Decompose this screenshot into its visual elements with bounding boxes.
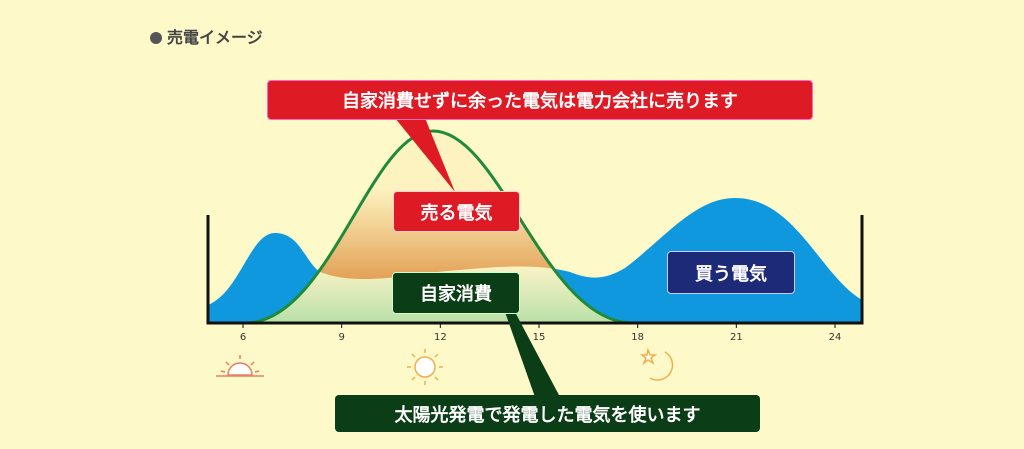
surplus-callout-tail: [395, 118, 455, 192]
x-tick-label: 21: [730, 332, 743, 343]
self-text: 自家消費: [420, 284, 492, 305]
solar-text: 太陽光発電で発電した電気を使います: [394, 404, 701, 426]
surplus-callout: 自家消費せずに余った電気は電力会社に売ります: [267, 80, 813, 120]
x-tick-label: 9: [338, 332, 344, 343]
solar-generation-curve: [244, 129, 634, 325]
bullet-icon: [150, 32, 162, 44]
moon-icon: [639, 347, 674, 381]
x-tick-label: 24: [829, 332, 842, 343]
diagram-title: 売電イメージ: [150, 24, 263, 48]
x-tick-label: 12: [434, 332, 447, 343]
buy-text: 買う電気: [695, 263, 767, 285]
x-tick-label: 15: [533, 332, 546, 343]
self-consumption-label: 自家消費: [392, 272, 520, 314]
x-axis-ticks: 6 9 12 15 18 21 24: [240, 323, 842, 343]
sunrise-icon: [216, 355, 264, 377]
surplus-text: 自家消費せずに余った電気は電力会社に売ります: [342, 91, 738, 112]
title-text: 売電イメージ: [167, 28, 263, 47]
sun-icon: [407, 349, 443, 385]
sell-text: 売る電気: [420, 202, 493, 224]
solar-callout-tail: [505, 312, 560, 397]
x-tick-label: 6: [240, 332, 246, 343]
buy-electricity-label: 買う電気: [667, 251, 795, 294]
x-tick-label: 18: [631, 332, 644, 343]
sell-electricity-label: 売る電気: [393, 191, 520, 232]
solar-usage-callout: 太陽光発電で発電した電気を使います: [335, 395, 760, 432]
axes: [206, 215, 864, 325]
